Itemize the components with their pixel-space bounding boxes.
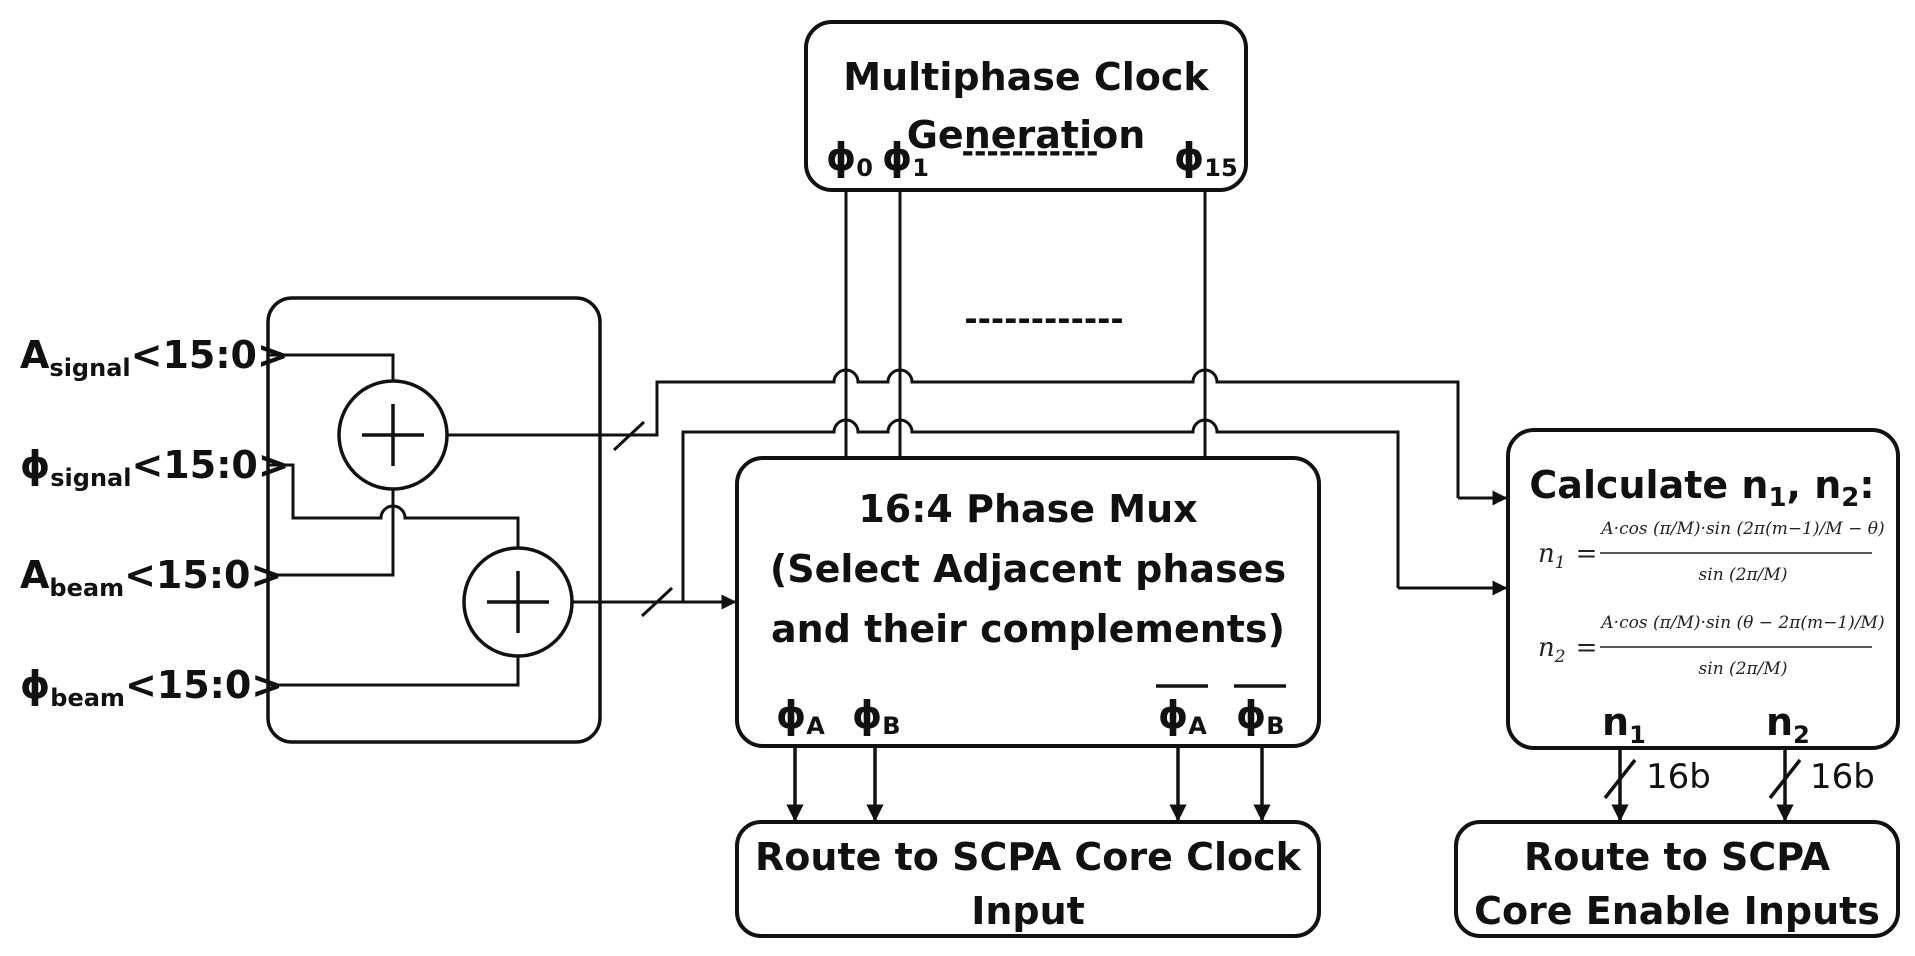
mux-output-arrows: [786, 746, 1271, 822]
svg-text:n1=: n1=: [1538, 539, 1597, 573]
calc-output-n1-label: n1: [1602, 700, 1646, 749]
route-enable-block: [1454, 820, 1900, 938]
calculate-n-title: Calculate n1, n2:: [1529, 463, 1874, 513]
input-a-signal-label: Asignal<15:0>: [20, 333, 289, 382]
clock-phase-dots: -----------: [962, 135, 1099, 170]
equation-n2: n2= A·cos (π/M)·sin (θ − 2π(m−1)/M) sin …: [1538, 613, 1885, 679]
calculate-n-block: [1506, 428, 1900, 750]
clock-phase-wires: [844, 190, 1207, 458]
route-enable-title-2: Core Enable Inputs: [1474, 889, 1880, 933]
route-clock-block: [735, 820, 1321, 938]
mux-output-phi-a-label: ϕA: [776, 693, 825, 740]
multiphase-clock-block: [804, 20, 1248, 192]
route-clock-title-2: Input: [971, 889, 1085, 933]
mux-output-phi-a-bar-label: ϕA: [1158, 693, 1207, 740]
input-phi-signal-label: ϕsignal<15:0>: [20, 443, 290, 492]
combiner-block: [266, 296, 602, 744]
input-a-beam-label: Abeam<15:0>: [20, 553, 282, 602]
multiphase-clock-title-1: Multiphase Clock: [843, 55, 1209, 99]
svg-text:sin (2π/M): sin (2π/M): [1699, 659, 1788, 679]
phase-mux-title-2: (Select Adjacent phases: [770, 547, 1286, 591]
adder-bottom-icon: [462, 546, 574, 658]
multiphase-clock-title-2: Generation: [907, 113, 1146, 157]
svg-text:A·cos (π/M)·sin (θ − 2π(m−1)/M: A·cos (π/M)·sin (θ − 2π(m−1)/M): [1599, 613, 1884, 633]
clock-phase-15-label: ϕ15: [1174, 135, 1238, 182]
phase-mux-title-3: and their complements): [771, 607, 1285, 651]
phase-bus-slash: [640, 586, 674, 618]
calc-output-n2-width: 16b: [1810, 757, 1875, 797]
middle-dots: ------------: [964, 300, 1123, 338]
equation-n1: n1= A·cos (π/M)·sin (2π(m−1)/M − θ) sin …: [1538, 519, 1885, 585]
clock-phase-0-label: ϕ0: [826, 135, 873, 182]
phase-mux-title-1: 16:4 Phase Mux: [858, 487, 1197, 531]
calc-output-n2-label: n2: [1766, 700, 1810, 749]
svg-text:A·cos (π/M)·sin (2π(m−1)/M − θ: A·cos (π/M)·sin (2π(m−1)/M − θ): [1599, 519, 1884, 539]
phase-mux-block: [735, 456, 1321, 748]
adder-top-icon: [337, 379, 449, 491]
input-phi-beam-label: ϕbeam<15:0>: [20, 663, 283, 712]
amplitude-bus-slash: [612, 420, 646, 452]
input-wires: [268, 353, 520, 687]
svg-text:n2=: n2=: [1538, 633, 1597, 667]
calc-output-n1-width: 16b: [1646, 757, 1711, 797]
route-enable-title-1: Route to SCPA: [1524, 835, 1831, 879]
route-clock-title-1: Route to SCPA Core Clock: [755, 835, 1302, 879]
clock-phase-1-label: ϕ1: [882, 135, 929, 182]
mux-output-phi-b-label: ϕB: [852, 693, 901, 740]
svg-text:sin (2π/M): sin (2π/M): [1699, 565, 1788, 585]
mux-output-phi-b-bar-label: ϕB: [1236, 693, 1285, 740]
calc-output-arrows: [1603, 748, 1802, 822]
